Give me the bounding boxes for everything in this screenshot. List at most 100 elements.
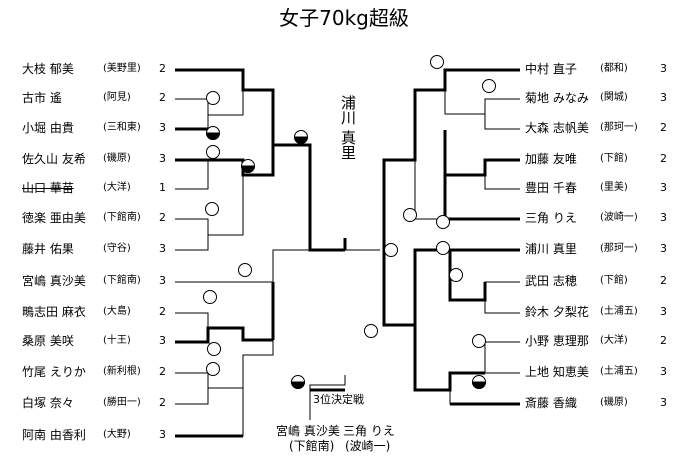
left-player-school: (美野里): [103, 63, 141, 74]
left-line: [208, 90, 244, 116]
right-player-score: 3: [660, 211, 667, 224]
third-place-label: 3位決定戦: [313, 393, 364, 406]
win-marker: [384, 243, 398, 257]
left-player-name: 阿南 由香利: [22, 428, 86, 442]
left-player-school: (三和東): [103, 122, 141, 133]
right-player-score: 2: [660, 274, 667, 287]
third-place-player1-name: 宮嶋 真沙美: [276, 424, 340, 438]
third-place-player1-school: (下館南): [289, 439, 335, 453]
page-title: 女子70kg超級: [279, 6, 409, 30]
right-player-score: 3: [660, 305, 667, 318]
left-player-name: 佐久山 友希: [22, 152, 86, 166]
left-player-school: (阿見): [103, 92, 131, 103]
left-player-school: (下館南): [103, 212, 141, 223]
right-player-score: 3: [660, 365, 667, 378]
left-player-score: 1: [159, 181, 166, 194]
right-player-school: (里美): [600, 182, 628, 193]
win-marker: [206, 145, 220, 159]
right-player-score: 3: [660, 91, 667, 104]
right-player-school: (大洋): [600, 335, 628, 346]
left-player-score: 2: [159, 365, 166, 378]
right-player-score: 2: [660, 334, 667, 347]
right-player-school: (土浦五): [600, 366, 638, 377]
right-player-school: (波崎一): [600, 212, 638, 223]
right-player-school: (土浦五): [600, 306, 638, 317]
win-marker: [436, 215, 450, 229]
right-player-school: (都和): [600, 63, 628, 74]
win-marker: [364, 324, 378, 338]
win-marker: [205, 202, 219, 216]
left-player-score: 3: [159, 428, 166, 441]
right-player-school: (下館): [600, 153, 628, 164]
left-line: [175, 160, 209, 190]
left-line: [208, 340, 274, 389]
win-marker: [472, 334, 486, 348]
left-player-name: 鴫志田 麻衣: [22, 305, 86, 319]
left-winner-path: [175, 68, 345, 252]
right-player-name: 豊田 千春: [525, 181, 577, 195]
left-player-score: 3: [159, 121, 166, 134]
left-player-school: (磯原): [103, 153, 131, 164]
right-player-name: 武田 志穂: [525, 274, 577, 288]
left-line: [175, 326, 273, 344]
right-line: [413, 325, 485, 392]
left-line: [175, 249, 310, 283]
right-player-name: 大森 志帆美: [525, 121, 589, 135]
left-player-school: (新利根): [103, 366, 141, 377]
right-line: [449, 390, 520, 405]
right-player-school: (磯原): [600, 397, 628, 408]
left-player-score: 2: [159, 91, 166, 104]
right-player-name: 中村 直子: [525, 62, 577, 76]
left-player-name: 竹尾 えりか: [22, 365, 86, 379]
right-player-name: 加藤 友唯: [525, 152, 577, 166]
win-marker: [203, 290, 217, 304]
win-marker: [430, 55, 444, 69]
left-player-name: 藤井 佑果: [22, 242, 74, 256]
left-player-score: 2: [159, 396, 166, 409]
right-player-score: 3: [660, 181, 667, 194]
half-filled-marker-shade: [293, 136, 309, 144]
left-player-name: 桑原 美咲: [22, 334, 74, 348]
right-player-score: 3: [660, 62, 667, 75]
right-line: [414, 160, 445, 220]
right-player-school: (下館): [600, 275, 628, 286]
left-player-school: (勝田一): [103, 397, 141, 408]
left-player-score: 3: [159, 274, 166, 287]
win-marker: [206, 91, 220, 105]
right-player-name: 浦川 真里: [525, 242, 577, 256]
left-line: [175, 372, 209, 405]
left-player-name: 小堀 由貴: [22, 121, 74, 135]
right-line: [484, 98, 520, 130]
left-line: [175, 218, 209, 251]
right-player-name: 斎藤 香織: [525, 396, 577, 410]
right-line: [484, 341, 520, 374]
left-line: [175, 98, 209, 129]
half-filled-marker-shade: [240, 165, 256, 173]
half-filled-marker-shade: [471, 381, 487, 389]
left-player-score: 3: [159, 242, 166, 255]
left-player-name: 白塚 奈々: [22, 396, 74, 410]
left-player-school: (十王): [103, 335, 131, 346]
win-marker: [436, 241, 450, 255]
left-line: [175, 312, 209, 342]
right-player-score: 2: [660, 121, 667, 134]
right-player-school: (関城): [600, 92, 628, 103]
left-player-school: (守谷): [103, 243, 131, 254]
right-player-name: 上地 知恵美: [525, 365, 589, 379]
right-player-name: 菊地 みなみ: [525, 91, 589, 105]
right-line: [484, 175, 520, 190]
half-filled-marker-shade: [205, 132, 221, 140]
left-player-score: 2: [159, 305, 166, 318]
right-player-score: 3: [660, 396, 667, 409]
champion-name: 浦川 真里: [339, 95, 357, 160]
third-place-player2-name: 三角 りえ: [343, 424, 395, 438]
left-player-name: 山口 華苗: [22, 181, 74, 195]
left-line: [208, 210, 244, 236]
right-player-score: 3: [660, 242, 667, 255]
win-marker: [403, 208, 417, 222]
third-place-line: [309, 375, 346, 420]
right-line: [484, 281, 520, 314]
left-player-school: (大洋): [103, 182, 131, 193]
win-marker: [238, 263, 252, 277]
